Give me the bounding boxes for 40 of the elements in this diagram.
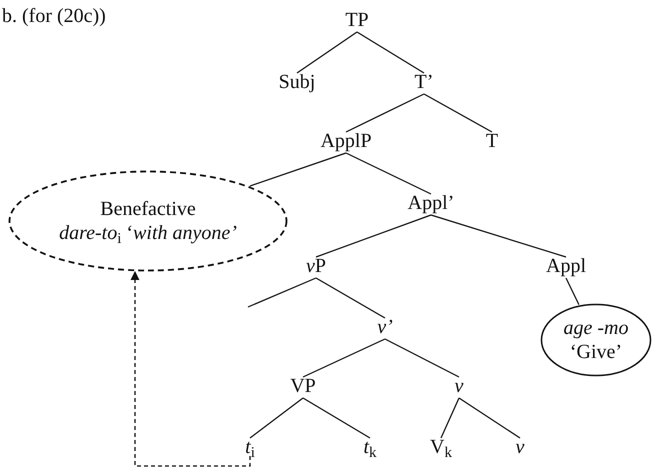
branch-line (424, 93, 492, 133)
tree-node-label: Subj (276, 71, 318, 93)
branch-line (346, 93, 424, 133)
tree-node-label: T (484, 130, 500, 152)
tree-node-label: Appl (544, 255, 588, 277)
branch-line (565, 278, 580, 306)
branch-line (440, 398, 460, 438)
branch-line (296, 32, 358, 74)
branch-line (248, 277, 316, 308)
branch-line (316, 277, 386, 319)
node-label: dare-to$_{i}$ ‘with anyone’ (59, 221, 237, 245)
branch-line (384, 338, 460, 378)
node-label: ‘Give’ (570, 340, 622, 364)
branch-line (250, 152, 346, 187)
node-label: age -mo (564, 316, 628, 340)
tree-node-label: vP (304, 255, 328, 277)
branch-line (302, 338, 386, 378)
tree-node-label: T’ (412, 71, 436, 93)
tree-node-label: t$_{i}$ (243, 436, 257, 458)
tree-node-label: v (452, 375, 466, 397)
tree-node-label: v’ (375, 316, 395, 338)
ellipse-node (540, 303, 652, 377)
tree-node-label: ApplP (318, 130, 374, 152)
tree-node-label: VP (288, 375, 318, 397)
branch-line (430, 214, 566, 258)
branch-line (316, 214, 432, 258)
branch-line (346, 152, 432, 195)
tree-node-label: Appl’ (406, 192, 456, 214)
example-label: b. (for (20c)) (2, 6, 106, 26)
branch-line (250, 398, 304, 438)
branch-line (356, 31, 424, 74)
tree-node-label: v (514, 436, 526, 458)
branch-line (302, 397, 370, 439)
node-label: Benefactive (100, 197, 196, 221)
movement-arrow (130, 271, 251, 467)
branch-line (458, 398, 520, 438)
ellipse-node (8, 170, 288, 272)
tree-node-label: t$_{k}$ (361, 436, 379, 458)
tree-node-label: TP (343, 9, 371, 31)
tree-node-label: V$_{k}$ (428, 436, 454, 458)
